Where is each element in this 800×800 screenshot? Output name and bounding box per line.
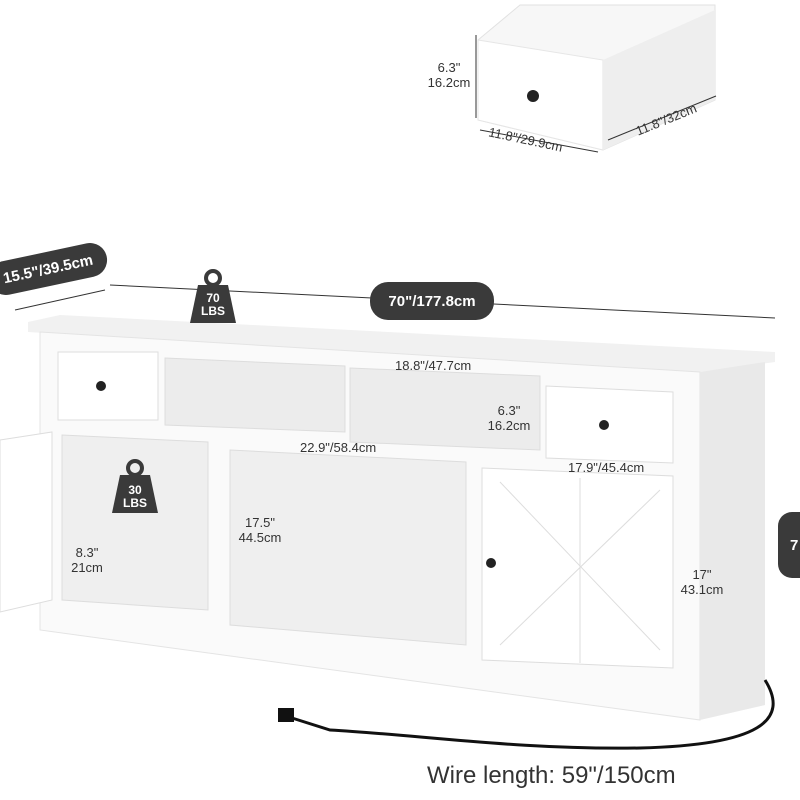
drawer-height-in: 6.3" [437,60,461,75]
wire-length-label: Wire length: 59"/150cm [427,762,676,789]
drawer-illustration [477,4,716,151]
open-top-height-label: 6.3"16.2cm [487,403,531,433]
center-height-label: 17.5"44.5cm [238,515,282,545]
height-badge: 7 [778,512,800,578]
left-shelf-height-label: 8.3"21cm [71,545,103,575]
weight-icon-30 [112,459,158,513]
drawer-height-label: 6.3"16.2cm [425,60,473,90]
cabinet-width-label: 17.9"/45.4cm [568,460,645,475]
weight-icon-70 [190,269,236,323]
width-badge: 70"/177.8cm [370,282,494,320]
cabinet-height-label: 17"43.1cm [680,567,724,597]
drawer-height-cm: 16.2cm [427,75,471,90]
open-top-width-label: 18.8"/47.7cm [395,358,472,373]
tv-stand-body [0,315,775,750]
center-width-label: 22.9"/58.4cm [300,440,377,455]
